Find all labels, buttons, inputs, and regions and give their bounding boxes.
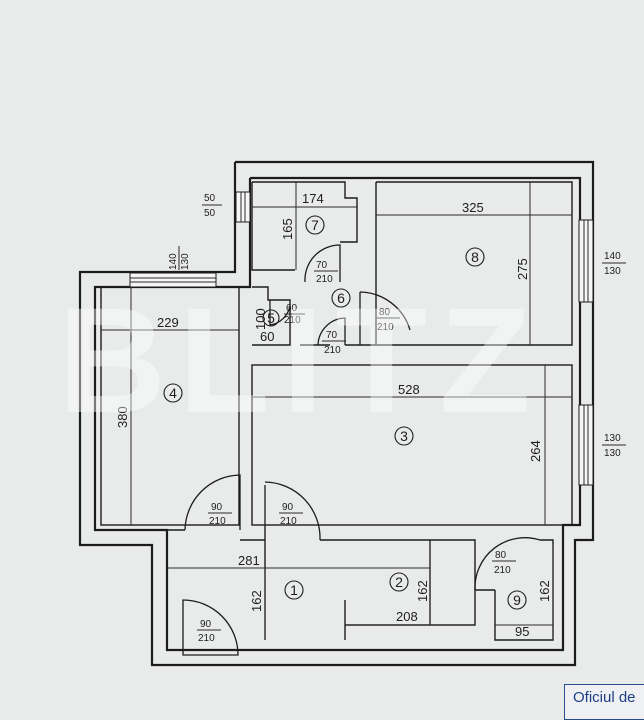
door-8-width: 80 bbox=[379, 307, 391, 318]
office-stamp: Oficiul de bbox=[564, 684, 644, 720]
dimension-labels: 174 165 325 275 229 380 528 264 281 162 … bbox=[115, 191, 552, 639]
room-6-marker: 6 bbox=[331, 288, 351, 308]
door-arcs bbox=[182, 244, 541, 656]
room-9-number: 9 bbox=[513, 592, 521, 608]
dim-325: 325 bbox=[462, 200, 484, 215]
room-9-marker: 9 bbox=[507, 590, 527, 610]
window-w3: 140 130 bbox=[578, 219, 626, 303]
door-1-height: 210 bbox=[280, 516, 297, 527]
window-w1-bottom: 50 bbox=[204, 208, 216, 219]
dim-165: 165 bbox=[280, 218, 295, 240]
door-entry-width: 90 bbox=[200, 619, 212, 630]
room-7-number: 7 bbox=[311, 217, 319, 233]
room-5-number: 5 bbox=[267, 310, 275, 326]
dim-264: 264 bbox=[528, 440, 543, 462]
room-8-marker: 8 bbox=[465, 247, 485, 267]
door-3-height: 210 bbox=[324, 345, 341, 356]
room-3-number: 3 bbox=[400, 428, 408, 444]
window-w3-bottom: 130 bbox=[604, 266, 621, 277]
dim-208: 208 bbox=[396, 609, 418, 624]
window-w1: 50 50 bbox=[202, 191, 251, 223]
room-4-number: 4 bbox=[169, 385, 177, 401]
dim-162-room2: 162 bbox=[415, 580, 430, 602]
room-2-marker: 2 bbox=[389, 572, 409, 592]
door-4-width: 90 bbox=[211, 502, 223, 513]
dim-162-room1: 162 bbox=[249, 590, 264, 612]
door-9-height: 210 bbox=[494, 565, 511, 576]
door-8-height: 210 bbox=[377, 322, 394, 333]
dim-60: 60 bbox=[260, 329, 274, 344]
dim-528: 528 bbox=[398, 382, 420, 397]
window-w1-top: 50 bbox=[204, 193, 216, 204]
door-labels: 70 210 60 210 80 210 70 210 90 210 90 21… bbox=[197, 260, 516, 644]
window-w4-top: 130 bbox=[604, 433, 621, 444]
window-w2-bottom: 130 bbox=[180, 253, 191, 270]
dim-281: 281 bbox=[238, 553, 260, 568]
room-8-number: 8 bbox=[471, 249, 479, 265]
window-w2: 140 130 bbox=[129, 246, 217, 288]
door-entry-height: 210 bbox=[198, 633, 215, 644]
room-4-marker: 4 bbox=[163, 383, 183, 403]
room-6-number: 6 bbox=[337, 290, 345, 306]
watermark: BLITZ bbox=[58, 276, 543, 444]
room-3-marker: 3 bbox=[394, 426, 414, 446]
room-1-marker: 1 bbox=[284, 580, 304, 600]
room-7-marker: 7 bbox=[305, 215, 325, 235]
room-numbers: 1 2 3 4 5 6 7 8 9 bbox=[163, 215, 527, 610]
door-1-width: 90 bbox=[282, 502, 294, 513]
dim-229: 229 bbox=[157, 315, 179, 330]
door-3-width: 70 bbox=[326, 330, 338, 341]
door-9-width: 80 bbox=[495, 550, 507, 561]
window-w4-bottom: 130 bbox=[604, 448, 621, 459]
room-5-marker: 5 bbox=[262, 309, 280, 327]
dim-174: 174 bbox=[302, 191, 324, 206]
dimension-lines bbox=[101, 182, 572, 640]
dim-380: 380 bbox=[115, 406, 130, 428]
door-5-width: 60 bbox=[286, 303, 298, 314]
window-w4: 130 130 bbox=[578, 404, 626, 486]
window-w2-top: 140 bbox=[168, 253, 179, 270]
dim-162-room9: 162 bbox=[537, 580, 552, 602]
room-1-number: 1 bbox=[290, 582, 298, 598]
dim-275: 275 bbox=[515, 258, 530, 280]
door-7-height: 210 bbox=[316, 274, 333, 285]
window-w3-top: 140 bbox=[604, 251, 621, 262]
dim-95: 95 bbox=[515, 624, 529, 639]
door-7-width: 70 bbox=[316, 260, 328, 271]
door-4-height: 210 bbox=[209, 516, 226, 527]
room-2-number: 2 bbox=[395, 574, 403, 590]
door-5-height: 210 bbox=[284, 315, 301, 326]
